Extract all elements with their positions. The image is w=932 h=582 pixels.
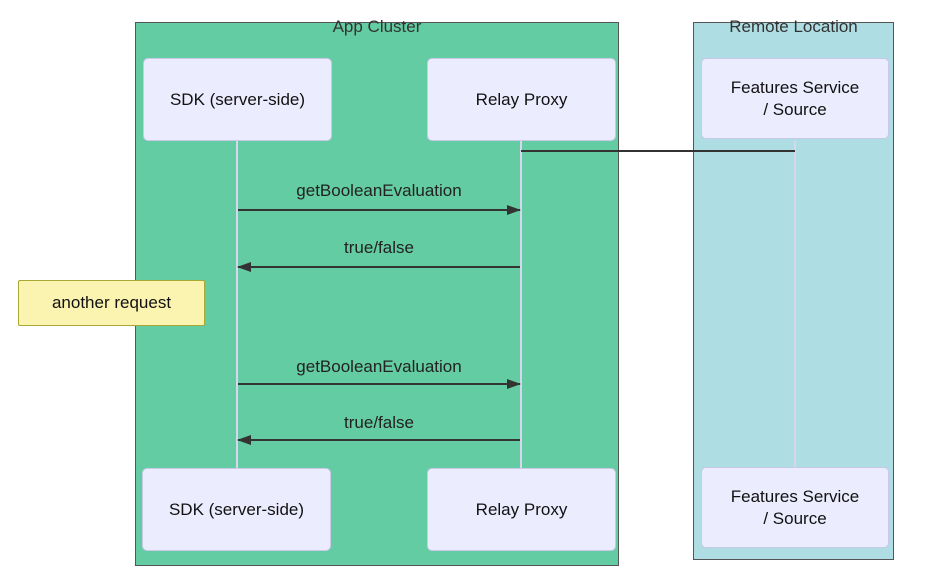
message-4-label: true/false <box>344 413 414 432</box>
remote-location-title: Remote Location <box>729 17 858 36</box>
actor-features-service-top-label-line2: / Source <box>763 99 827 119</box>
message-1-label: getBooleanEvaluation <box>296 181 462 200</box>
message-3-label: getBooleanEvaluation <box>296 357 462 376</box>
actor-relay-proxy-top-label: Relay Proxy <box>475 89 568 109</box>
app-cluster-title: App Cluster <box>332 17 422 36</box>
actor-relay-proxy-top: Relay Proxy <box>427 58 616 141</box>
note-label: another request <box>51 293 172 312</box>
message-3-arrow-line <box>238 383 520 385</box>
message-1-arrowhead-right-icon <box>507 205 521 215</box>
note-another-request: another request <box>18 280 205 326</box>
lifeline-sdk <box>236 141 238 468</box>
actor-sdk-bottom-label: SDK (server-side) <box>168 499 305 519</box>
actor-features-service-bottom: Features Service / Source <box>701 467 889 548</box>
message-3-arrowhead-right-icon <box>507 379 521 389</box>
actor-relay-proxy-bottom: Relay Proxy <box>427 468 616 551</box>
message-2-arrowhead-left-icon <box>237 262 251 272</box>
lifeline-relay-proxy <box>520 141 522 468</box>
actor-features-service-top-label-line1: Features Service <box>730 77 860 97</box>
lifeline-features-service <box>794 141 796 468</box>
actor-features-service-top: Features Service / Source <box>701 58 889 139</box>
actor-relay-proxy-bottom-label: Relay Proxy <box>475 499 568 519</box>
actor-features-service-bottom-label-line2: / Source <box>763 508 827 528</box>
message-2-label: true/false <box>344 238 414 257</box>
actor-sdk-bottom: SDK (server-side) <box>142 468 331 551</box>
relay-to-features-connector-line <box>521 150 795 152</box>
actor-features-service-bottom-label-line1: Features Service <box>730 486 860 506</box>
actor-sdk-top: SDK (server-side) <box>143 58 332 141</box>
actor-sdk-top-label: SDK (server-side) <box>169 89 306 109</box>
message-2-arrow-line <box>238 266 520 268</box>
message-4-arrow-line <box>238 439 520 441</box>
message-4-arrowhead-left-icon <box>237 435 251 445</box>
message-1-arrow-line <box>238 209 520 211</box>
